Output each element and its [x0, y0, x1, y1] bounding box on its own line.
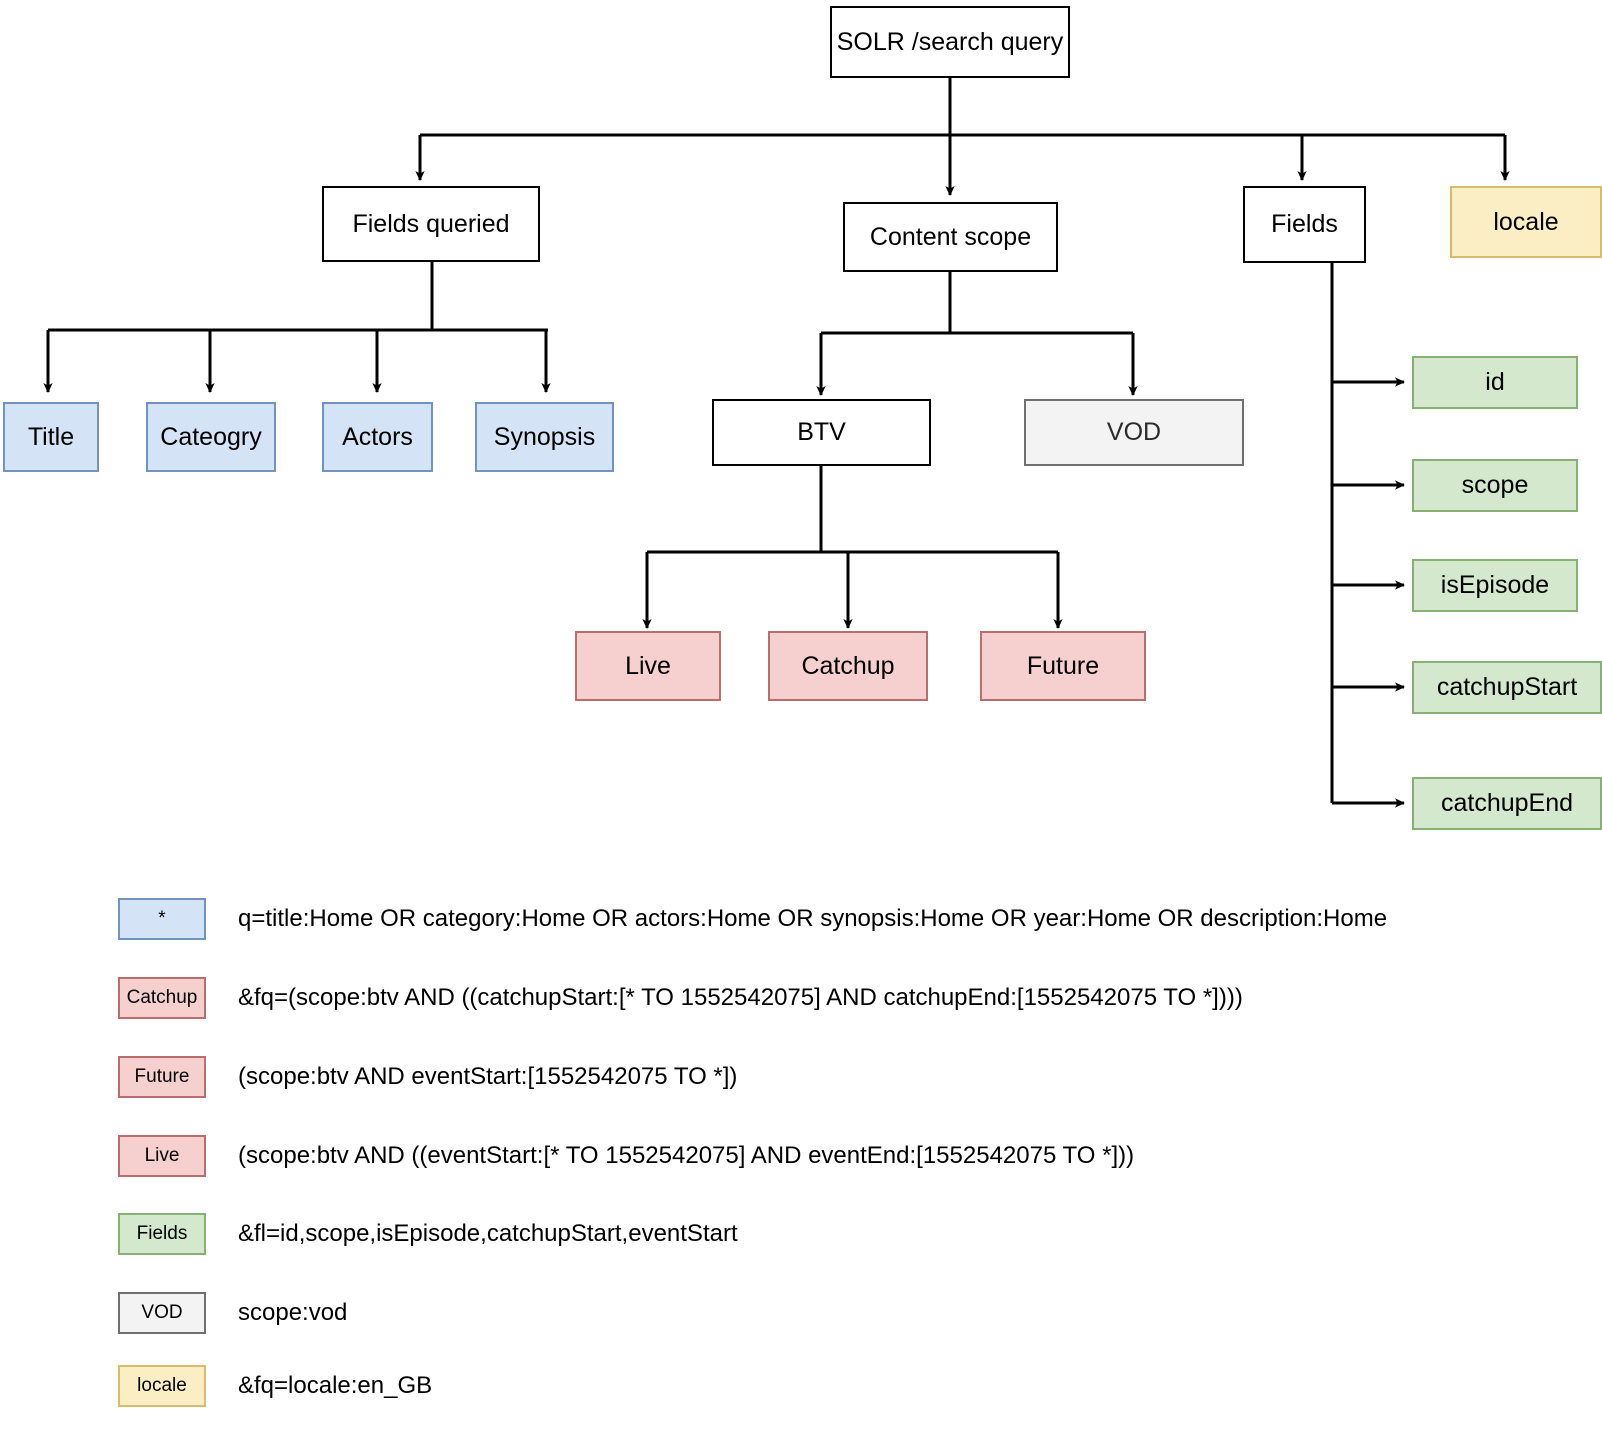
- node-vod[interactable]: VOD: [1024, 399, 1244, 466]
- legend-chip-label: VOD: [141, 1302, 183, 1323]
- legend-row: locale &fq=locale:en_GB: [0, 1365, 432, 1407]
- legend-description: &fq=locale:en_GB: [238, 1372, 433, 1399]
- node-label: Future: [1026, 651, 1100, 680]
- node-label: Synopsis: [493, 422, 596, 451]
- legend-chip[interactable]: Live: [118, 1135, 206, 1177]
- node-label: Actors: [342, 422, 413, 451]
- legend-chip-label: Future: [134, 1066, 190, 1087]
- node-label: scope: [1461, 471, 1529, 500]
- node-field-catchupend[interactable]: catchupEnd: [1412, 777, 1602, 830]
- node-label: VOD: [1106, 418, 1162, 447]
- legend-chip[interactable]: locale: [118, 1365, 206, 1407]
- node-label: id: [1485, 368, 1505, 397]
- legend-row: Live (scope:btv AND ((eventStart:[* TO 1…: [0, 1135, 1134, 1177]
- node-label: Fields queried: [352, 209, 510, 238]
- legend-row: Future (scope:btv AND eventStart:[155254…: [0, 1056, 737, 1098]
- legend-description: &fq=(scope:btv AND ((catchupStart:[* TO …: [238, 984, 1243, 1011]
- node-actors[interactable]: Actors: [322, 402, 433, 472]
- node-fields-queried[interactable]: Fields queried: [322, 186, 540, 262]
- node-label: SOLR /search query: [836, 27, 1064, 56]
- node-cateogry[interactable]: Cateogry: [146, 402, 276, 472]
- legend-chip-label: Fields: [136, 1223, 188, 1244]
- node-label: BTV: [797, 418, 846, 447]
- node-btv[interactable]: BTV: [712, 399, 931, 466]
- node-title[interactable]: Title: [3, 402, 99, 472]
- legend-row: VOD scope:vod: [0, 1292, 347, 1334]
- legend-description: scope:vod: [238, 1299, 348, 1326]
- node-future[interactable]: Future: [980, 631, 1146, 701]
- node-locale[interactable]: locale: [1450, 186, 1602, 258]
- legend-chip[interactable]: Catchup: [118, 977, 206, 1019]
- node-label: Fields: [1271, 210, 1338, 239]
- legend-row: Catchup &fq=(scope:btv AND ((catchupStar…: [0, 977, 1243, 1019]
- node-field-scope[interactable]: scope: [1412, 459, 1578, 512]
- node-solr-search-query[interactable]: SOLR /search query: [830, 6, 1070, 78]
- legend-description: (scope:btv AND ((eventStart:[* TO 155254…: [238, 1142, 1135, 1169]
- legend-chip[interactable]: Future: [118, 1056, 206, 1098]
- node-label: Live: [625, 651, 671, 680]
- node-label: catchupStart: [1436, 673, 1578, 702]
- node-field-catchupstart[interactable]: catchupStart: [1412, 661, 1602, 714]
- legend-description: (scope:btv AND eventStart:[1552542075 TO…: [238, 1063, 738, 1090]
- node-content-scope[interactable]: Content scope: [843, 202, 1058, 272]
- node-live[interactable]: Live: [575, 631, 721, 701]
- node-field-id[interactable]: id: [1412, 356, 1578, 409]
- legend-description: q=title:Home OR category:Home OR actors:…: [238, 905, 1388, 932]
- node-field-isepisode[interactable]: isEpisode: [1412, 559, 1578, 612]
- node-label: isEpisode: [1440, 571, 1550, 600]
- legend-row: Fields &fl=id,scope,isEpisode,catchupSta…: [0, 1213, 738, 1255]
- legend-description: &fl=id,scope,isEpisode,catchupStart,even…: [238, 1220, 738, 1247]
- node-label: Cateogry: [160, 422, 262, 451]
- node-label: Title: [27, 422, 75, 451]
- node-label: locale: [1493, 207, 1559, 236]
- node-synopsis[interactable]: Synopsis: [475, 402, 614, 472]
- node-catchup[interactable]: Catchup: [768, 631, 928, 701]
- legend-chip[interactable]: *: [118, 898, 206, 940]
- legend-chip-label: Catchup: [126, 987, 198, 1008]
- node-label: Content scope: [869, 222, 1032, 251]
- legend-chip-label: Live: [144, 1145, 180, 1166]
- node-label: catchupEnd: [1440, 789, 1574, 818]
- legend-chip-label: locale: [137, 1375, 187, 1396]
- legend-chip[interactable]: Fields: [118, 1213, 206, 1255]
- node-fields[interactable]: Fields: [1243, 186, 1366, 263]
- node-label: Catchup: [801, 651, 895, 680]
- legend-row: * q=title:Home OR category:Home OR actor…: [0, 898, 1387, 940]
- legend-chip-label: *: [158, 908, 166, 929]
- legend-chip[interactable]: VOD: [118, 1292, 206, 1334]
